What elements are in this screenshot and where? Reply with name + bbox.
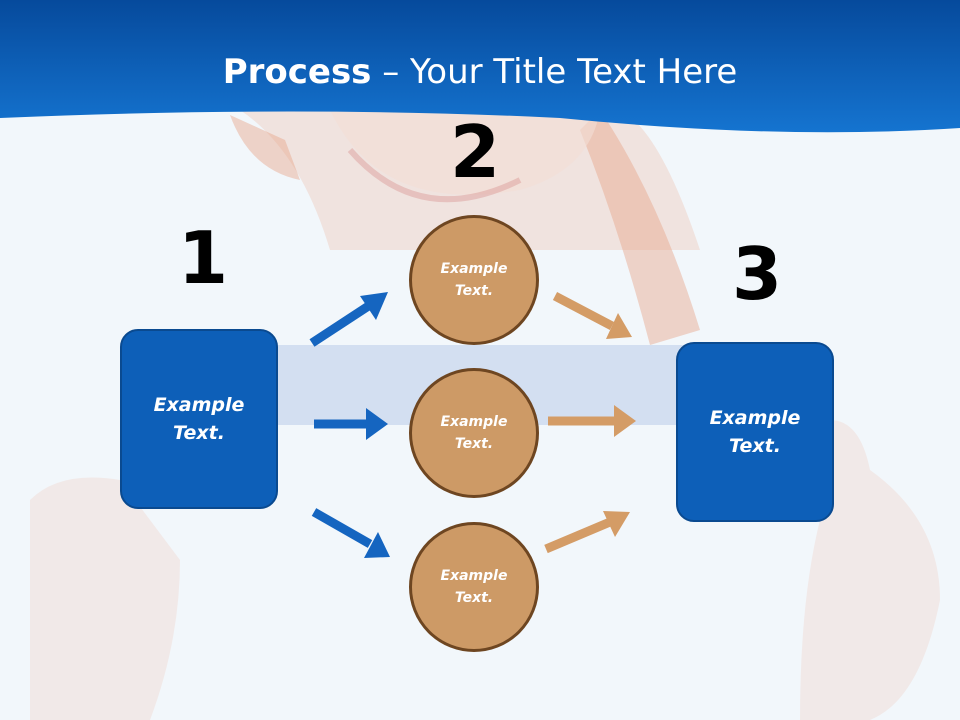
circle-middle-label: Example Text. (440, 413, 508, 452)
circle-bottom-label: Example Text. (440, 567, 508, 606)
circle-middle: Example Text. (409, 368, 539, 498)
title-strong: Process (222, 52, 372, 92)
circle-top-label: Example Text. (440, 260, 508, 299)
step-1-box: Example Text. (120, 329, 278, 509)
step-1-label: Example Text. (153, 393, 245, 445)
slide-title: Process – Your Title Text Here (0, 52, 960, 92)
step-3-label: Example Text. (709, 406, 801, 458)
step-number-2: 2 (450, 110, 501, 194)
step-number-3: 3 (732, 232, 783, 316)
circle-top: Example Text. (409, 215, 539, 345)
circle-bottom: Example Text. (409, 522, 539, 652)
title-rest: – Your Title Text Here (371, 52, 738, 92)
step-number-1: 1 (178, 216, 229, 300)
step-3-box: Example Text. (676, 342, 834, 522)
